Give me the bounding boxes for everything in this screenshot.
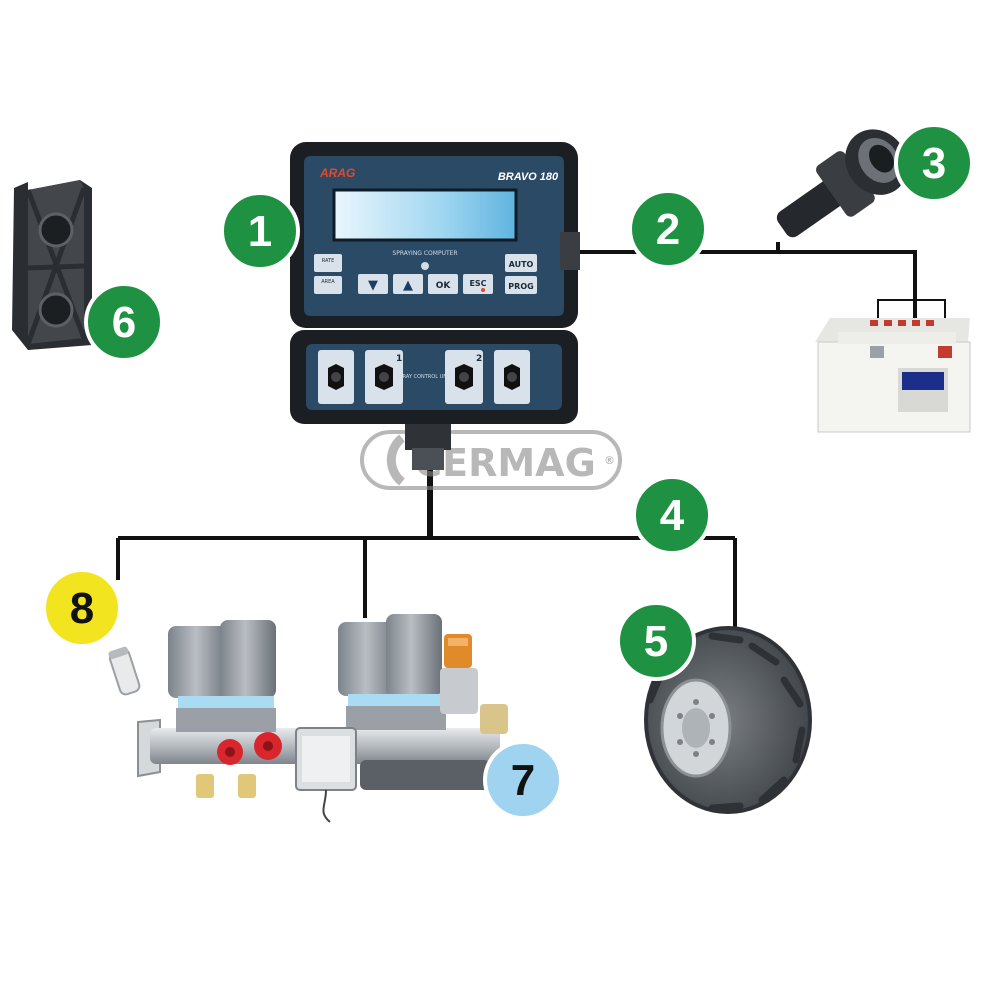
- rim-bolts: [677, 699, 715, 757]
- badge-mounting-bracket: 6: [84, 282, 164, 362]
- spray-control-unit: 1 2 SPRAY CONTROL UNIT: [290, 330, 578, 424]
- badge-circle: [42, 568, 122, 648]
- badge-spraying-computer: 1: [220, 191, 300, 271]
- svg-text:ESC: ESC: [469, 279, 486, 288]
- tyre-treads: [646, 632, 806, 812]
- battery-terminal-positive: [938, 346, 952, 358]
- key-esc[interactable]: ESC: [463, 274, 493, 294]
- control-unit-label: SPRAY CONTROL UNIT: [396, 374, 452, 380]
- badge-circle: [84, 282, 164, 362]
- wheel-speed-sensor: [644, 626, 812, 814]
- badge-label: 2: [656, 205, 680, 254]
- badge-circle: [220, 191, 300, 271]
- key-prog[interactable]: PROG: [505, 276, 537, 294]
- badge-power-socket: 3: [894, 123, 974, 203]
- badge-flow-sensor: 8: [42, 568, 122, 648]
- badge-label: 1: [248, 207, 272, 256]
- section-1-label: 1: [396, 354, 402, 364]
- badge-circle: [628, 189, 708, 269]
- pressure-switch-knob[interactable]: [504, 364, 520, 390]
- key-rate[interactable]: RATE: [314, 254, 342, 272]
- power-socket: [776, 129, 908, 238]
- svg-text:AREA: AREA: [321, 279, 335, 285]
- svg-text:RATE: RATE: [322, 258, 335, 264]
- badge-label: 8: [70, 584, 94, 633]
- key-area[interactable]: AREA: [314, 276, 342, 294]
- badge-circle: [632, 475, 712, 555]
- console-connector: [405, 424, 451, 470]
- badge-wheel-speed-sensor: 5: [616, 601, 696, 681]
- badge-wiring-harness: 4: [632, 475, 712, 555]
- svg-text:PROG: PROG: [508, 282, 533, 291]
- badge-layer: 1 2 3 4 5 6 7 8: [42, 123, 974, 820]
- section-1-switch-knob[interactable]: [375, 364, 393, 390]
- battery-cells: [870, 320, 934, 326]
- power-cable-line: [578, 250, 917, 318]
- key-up[interactable]: ▲: [393, 274, 423, 294]
- console-lcd: [332, 188, 518, 242]
- svg-text:▲: ▲: [403, 278, 413, 293]
- badge-valve-assembly: 7: [483, 740, 563, 820]
- badge-power-cable: 2: [628, 189, 708, 269]
- badge-circle: [894, 123, 974, 203]
- battery: [815, 318, 971, 433]
- outlet-fittings: [196, 760, 490, 798]
- badge-circle: [616, 601, 696, 681]
- badge-label: 7: [511, 756, 535, 805]
- svg-text:▼: ▼: [368, 278, 378, 293]
- pressure-regulator: [440, 634, 478, 714]
- junction-box: [295, 727, 357, 823]
- svg-text:OK: OK: [436, 281, 452, 291]
- key-ok[interactable]: OK: [428, 274, 458, 294]
- spraying-computer: ARAG BRAVO 180 SPRAYING COMPUTER RATE AR…: [290, 142, 580, 328]
- mounting-bracket: [12, 180, 92, 350]
- console-subtitle: SPRAYING COMPUTER: [392, 250, 457, 257]
- red-valve-knobs: [217, 732, 282, 765]
- watermark-mark: ®: [604, 454, 615, 467]
- badge-label: 6: [112, 298, 136, 347]
- section-2-label: 2: [476, 354, 482, 364]
- badge-label: 3: [922, 139, 946, 188]
- badge-label: 5: [644, 617, 668, 666]
- key-auto[interactable]: AUTO: [505, 254, 537, 272]
- valve-assembly: [137, 614, 508, 823]
- console-model: BRAVO 180: [498, 171, 559, 183]
- flow-sensor: [108, 646, 141, 696]
- key-down[interactable]: ▼: [358, 274, 388, 294]
- console-indicator-icon: [421, 262, 429, 270]
- badge-circle: [483, 740, 563, 820]
- battery-terminal-negative: [870, 346, 884, 358]
- valve-caps: [168, 614, 446, 732]
- section-2-switch-knob[interactable]: [455, 364, 473, 390]
- svg-text:AUTO: AUTO: [509, 260, 534, 269]
- console-brand: ARAG: [319, 166, 355, 180]
- cermag-watermark: CERMAG ®: [360, 430, 622, 490]
- main-switch-knob[interactable]: [328, 364, 344, 390]
- badge-label: 4: [660, 491, 685, 540]
